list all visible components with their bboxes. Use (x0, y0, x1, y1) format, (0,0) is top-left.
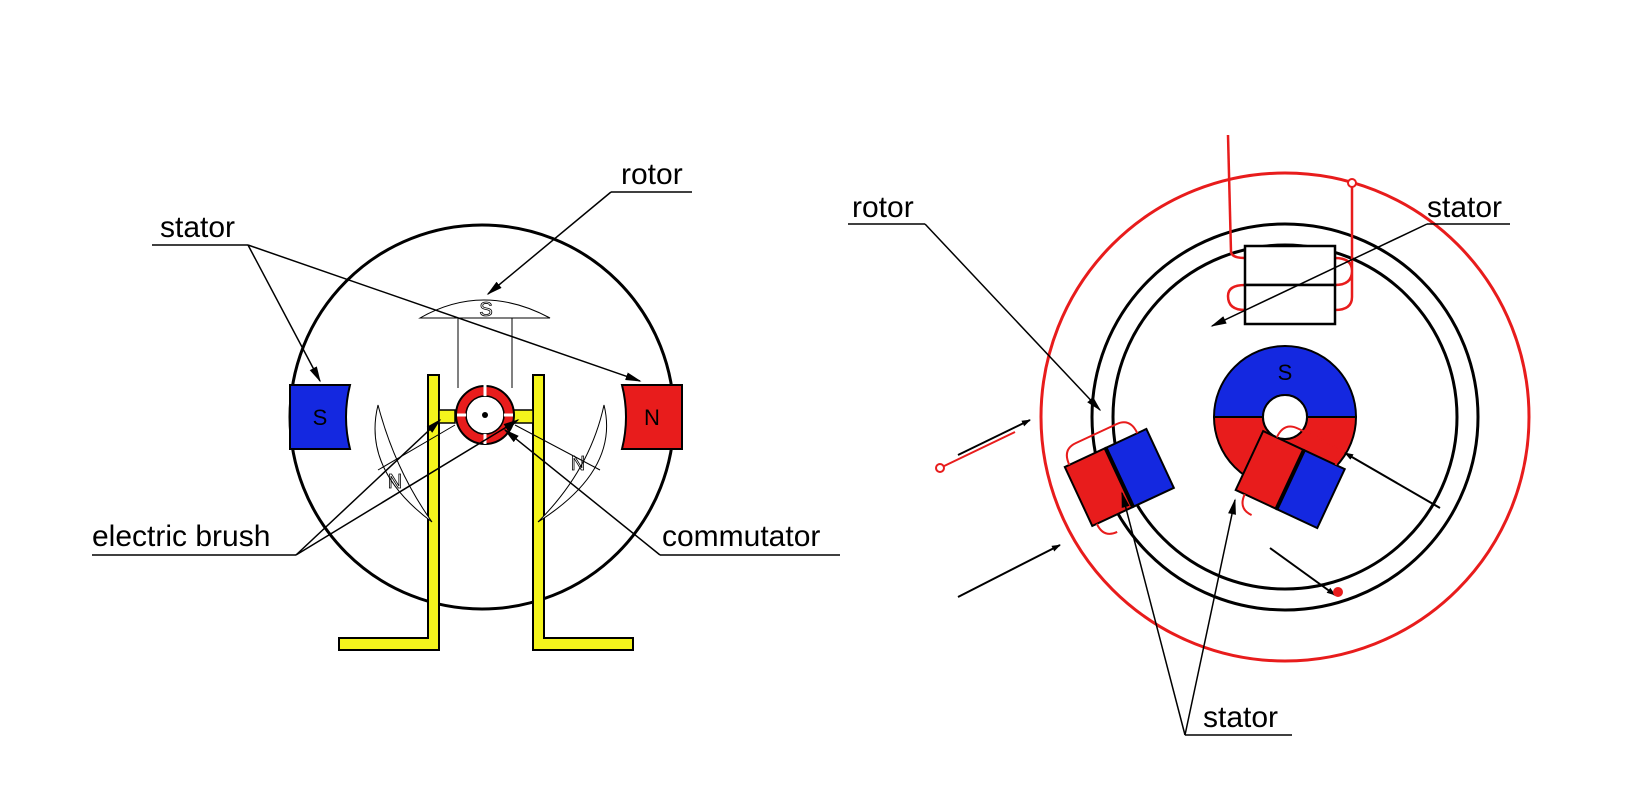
stator-coil-top (1226, 134, 1357, 326)
coil-winding-loop (1065, 421, 1139, 535)
stator-magnet-south (289, 384, 352, 450)
rotor-pole-south-label: S (1278, 360, 1293, 385)
coil-winding-loop (1241, 425, 1340, 516)
stator-magnet-north (620, 384, 683, 450)
label-rotor-left: rotor (621, 158, 683, 191)
rotor-axle (482, 412, 488, 418)
label-rotor-right: rotor (852, 191, 914, 224)
leader-commutator-to-ring (503, 428, 661, 556)
label-stator-top-right: stator (1427, 191, 1502, 224)
winding-node-left (935, 463, 945, 473)
label-stator-bottom-right: stator (1203, 701, 1278, 734)
rotor-pole-right-label: N (571, 453, 585, 475)
leader-stator-to-s (247, 244, 321, 383)
arrow-lower-right-b (1269, 547, 1336, 596)
winding-lead-top (1226, 134, 1233, 253)
leader-brush-to-left (295, 418, 442, 556)
leader-stator-to-n (247, 244, 642, 382)
left-brush-contact (438, 409, 456, 424)
rotor-pole-left-label: N (388, 471, 402, 493)
arrow-lower-left-b (957, 544, 1061, 598)
arrow-lower-right-a (1344, 452, 1441, 509)
stator-pole-south-label: S (313, 405, 328, 430)
leader-stator-top-to-coil (1210, 223, 1428, 327)
rotor-arm-right (514, 424, 601, 471)
rotor-pole-right (537, 404, 608, 523)
coil-divider (1274, 449, 1306, 510)
winding-node-bottom-right (1333, 587, 1343, 597)
arrow-lower-left-a (957, 419, 1031, 456)
stator-housing-outer (1090, 222, 1480, 612)
stator-tooth-top-upper (1243, 244, 1337, 287)
leader-rotor-to-pole (486, 191, 612, 296)
leader-brush-to-right (295, 419, 520, 556)
stator-tooth-top-lower (1243, 283, 1337, 326)
leader-stator-bottom-to-right (1184, 498, 1236, 736)
rotor-hub (1262, 394, 1308, 440)
rotor-pole-top-label: S (479, 299, 492, 321)
leader-rotor-right-to-disc (924, 223, 1102, 412)
stator-pole-north-label: N (644, 405, 660, 430)
label-stator-left: stator (160, 211, 235, 244)
rotor-arm-left (377, 424, 456, 471)
right-brush-holder (532, 374, 634, 651)
stator-coil-lower-left (1063, 421, 1176, 535)
label-electric-brush: electric brush (92, 520, 270, 553)
left-brush-holder (338, 374, 440, 651)
rotor-pole-left (374, 404, 433, 523)
stator-coil-lower-right (1234, 425, 1347, 530)
label-commutator: commutator (662, 520, 820, 553)
winding-loop-top (1226, 183, 1354, 312)
brushless-motor: S N rotor (848, 134, 1531, 736)
winding-node-top (1347, 178, 1357, 188)
winding-lead-lower-left-a (939, 431, 1016, 469)
winding-outer-ring (1039, 171, 1531, 663)
leader-stator-bottom-to-left (1121, 491, 1186, 736)
brushed-dc-motor: S N S N N stator rotor electric brush (92, 158, 840, 651)
